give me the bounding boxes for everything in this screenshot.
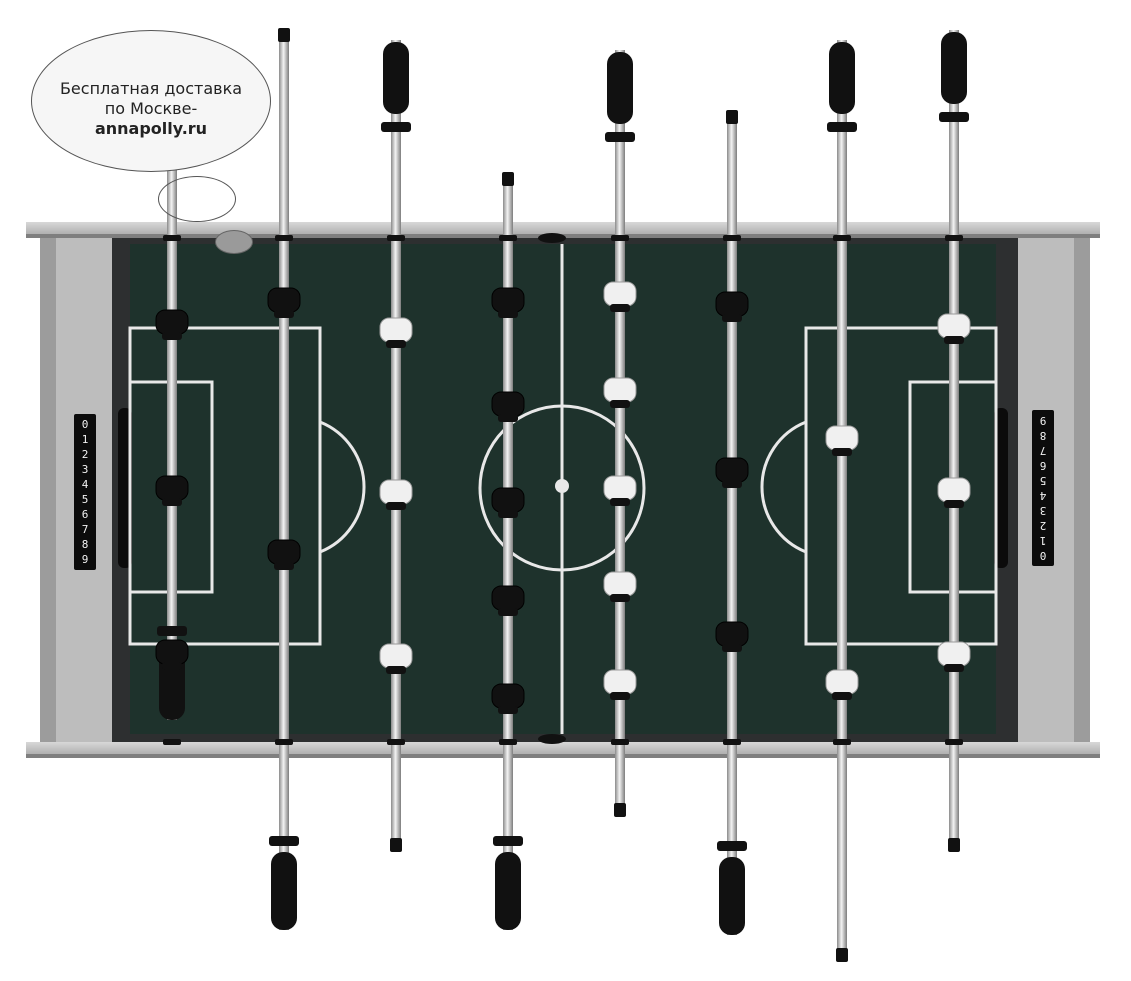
player-black — [491, 683, 525, 714]
score-digit: 6 — [1039, 459, 1047, 472]
player-black — [491, 487, 525, 518]
score-digit: 9 — [1039, 414, 1047, 427]
promo-bubble: Бесплатная доставка по Москве- annapolly… — [31, 30, 271, 172]
promo-bubble-dot — [215, 230, 253, 254]
player-black — [267, 539, 301, 570]
score-digit: 0 — [81, 418, 89, 431]
promo-line-1: Бесплатная доставка — [59, 79, 243, 98]
player-white — [937, 477, 971, 508]
table-rail-bottom — [26, 742, 1100, 756]
player-black — [155, 639, 189, 670]
rod-end-cap — [278, 28, 290, 42]
player-white — [603, 377, 637, 408]
player-white — [603, 281, 637, 312]
score-digit: 4 — [81, 478, 89, 491]
score-digit: 4 — [1039, 489, 1047, 502]
rod-8[interactable] — [937, 30, 971, 852]
player-white — [603, 475, 637, 506]
rod-handle[interactable] — [269, 836, 299, 930]
score-digit: 1 — [81, 433, 89, 446]
player-black — [715, 621, 749, 652]
score-digit: 5 — [81, 493, 89, 506]
player-white — [603, 669, 637, 700]
player-white — [379, 643, 413, 674]
player-white — [825, 669, 859, 700]
table-rail-top — [26, 222, 1100, 236]
promo-bubble-tail — [158, 176, 236, 222]
rod-4[interactable] — [491, 172, 525, 930]
player-black — [491, 287, 525, 318]
player-white — [379, 317, 413, 348]
rod-end-cap — [726, 110, 738, 124]
rod-2[interactable] — [267, 28, 301, 930]
rod-end-cap — [948, 838, 960, 852]
promo-line-2: по Москве- — [104, 99, 198, 118]
rod-end-cap — [836, 948, 848, 962]
score-counter-left[interactable]: 0 1 2 3 4 5 6 7 8 9 — [74, 414, 96, 570]
score-digit: 2 — [1039, 519, 1047, 532]
rod-3[interactable] — [379, 40, 413, 852]
promo-site-link[interactable]: annapolly.ru — [94, 119, 208, 138]
player-black — [491, 585, 525, 616]
rod-handle[interactable] — [717, 841, 747, 935]
rod-handle[interactable] — [605, 52, 635, 142]
player-black — [491, 391, 525, 422]
rod-end-cap — [502, 172, 514, 186]
rod-end-cap — [390, 838, 402, 852]
player-white — [937, 641, 971, 672]
score-digit: 5 — [1039, 474, 1047, 487]
score-digit: 2 — [81, 448, 89, 461]
score-digit: 8 — [1039, 429, 1047, 442]
ball-entry-top — [538, 233, 566, 243]
score-digit: 8 — [81, 538, 89, 551]
score-digit: 0 — [1039, 549, 1047, 562]
rod-1[interactable] — [155, 138, 189, 745]
score-digit: 3 — [81, 463, 89, 476]
player-black — [715, 457, 749, 488]
rod-handle[interactable] — [381, 42, 411, 132]
rod-5[interactable] — [603, 50, 637, 817]
rod-end-cap — [614, 803, 626, 817]
player-black — [155, 475, 189, 506]
score-digit: 9 — [81, 553, 89, 566]
player-white — [825, 425, 859, 456]
score-digit: 6 — [81, 508, 89, 521]
score-digit: 3 — [1039, 504, 1047, 517]
promo-text: Бесплатная доставка по Москве- annapolly… — [32, 79, 270, 139]
player-white — [937, 313, 971, 344]
player-black — [155, 309, 189, 340]
score-digit: 7 — [81, 523, 89, 536]
score-digit: 7 — [1039, 444, 1047, 457]
rod-7[interactable] — [825, 40, 859, 962]
player-black — [715, 291, 749, 322]
center-spot — [555, 479, 569, 493]
score-counter-right[interactable]: 0 1 2 3 4 5 6 7 8 9 — [1032, 410, 1054, 566]
rod-6[interactable] — [715, 110, 749, 935]
player-white — [603, 571, 637, 602]
player-white — [379, 479, 413, 510]
player-black — [267, 287, 301, 318]
rod-handle[interactable] — [939, 32, 969, 122]
rod-handle[interactable] — [827, 42, 857, 132]
score-digit: 1 — [1039, 534, 1047, 547]
rod-handle[interactable] — [493, 836, 523, 930]
ball-entry-bottom — [538, 734, 566, 744]
